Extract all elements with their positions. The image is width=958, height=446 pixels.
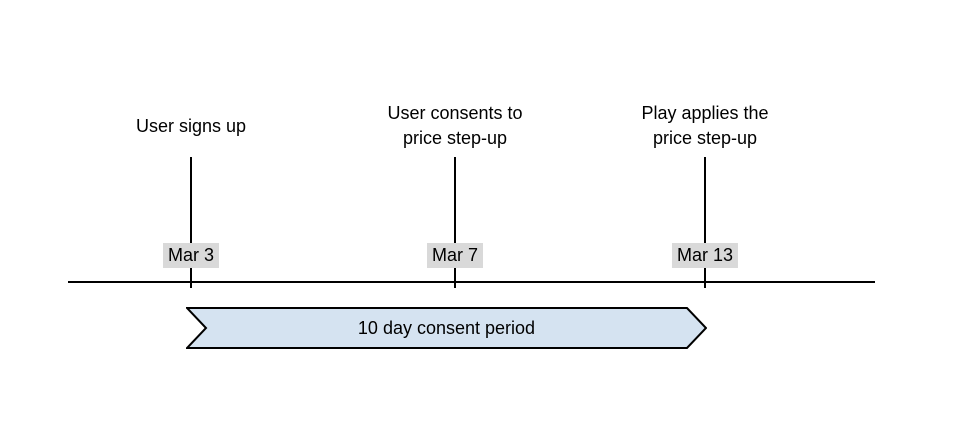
event-tick-line (454, 157, 456, 288)
event-tick-line (704, 157, 706, 288)
timeline-axis (68, 281, 875, 283)
ribbon-arrow-polygon (186, 307, 707, 349)
event-date-chip: Mar 3 (162, 243, 220, 268)
ribbon-arrow-shape (186, 307, 707, 349)
event-date-chip: Mar 7 (426, 243, 484, 268)
consent-period-banner: 10 day consent period (186, 307, 707, 349)
event-date-chip: Mar 13 (671, 243, 739, 268)
event-title: Play applies the price step-up (641, 103, 769, 148)
event-title: User signs up (135, 115, 247, 136)
event-title: User consents to price step-up (387, 103, 523, 148)
event-tick-line (190, 157, 192, 288)
consent-period-label: 10 day consent period (357, 317, 536, 338)
